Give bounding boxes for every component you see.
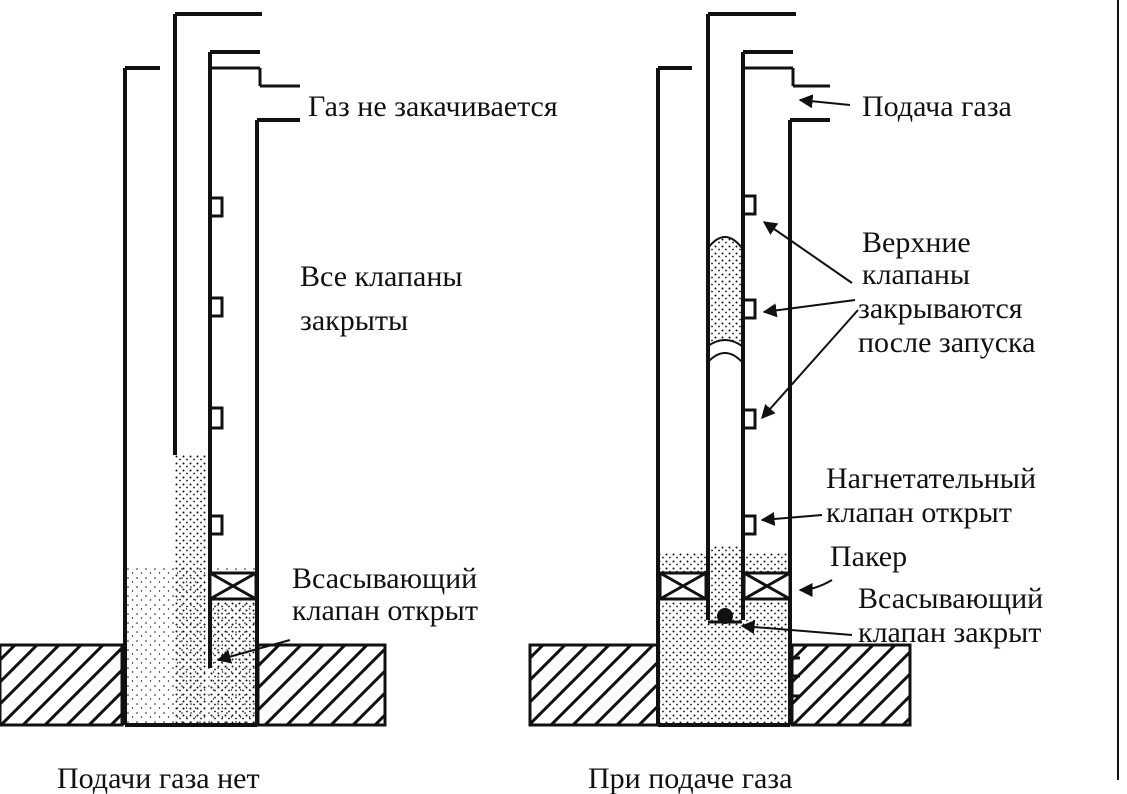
right-gas-label: Подача газа: [862, 90, 1012, 123]
left-intake-label-line1: Всасывающий: [292, 562, 477, 595]
left-annulus-fluid: [210, 600, 256, 723]
discharge-label-line1: Нагнетательный: [826, 462, 1036, 495]
right-valve-4: [745, 514, 757, 536]
packer-label: Пакер: [830, 540, 907, 573]
upper-valve-arrow-1: [762, 221, 853, 284]
right-valve-1: [745, 194, 757, 216]
left-ground-left: [0, 643, 124, 727]
discharge-label-line2: клапан открыт: [826, 496, 1012, 529]
right-intake-ball: [717, 608, 733, 624]
right-intake-arrow: [740, 620, 853, 636]
upper-label-line4: после запуска: [858, 326, 1035, 359]
upper-label-line2: клапаны: [862, 258, 970, 291]
right-caption: При подаче газа: [588, 762, 792, 794]
left-well: [0, 12, 387, 727]
left-valve-4: [212, 514, 224, 536]
left-valve-1: [212, 196, 224, 218]
right-intake-label-line2: клапан закрыт: [858, 616, 1041, 649]
left-gas-label: Газ не закачивается: [308, 90, 558, 123]
right-valve-3: [745, 408, 757, 430]
left-caption: Подачи газа нет: [57, 762, 260, 794]
right-liquid-slug: [707, 236, 743, 348]
right-packer: [658, 571, 792, 601]
right-ground-right: [790, 643, 912, 727]
right-tubing-lower-fluid: [707, 545, 743, 620]
upper-valve-arrow-3: [761, 309, 859, 420]
left-valve-3: [212, 406, 224, 430]
right-valve-2: [745, 298, 757, 320]
left-packer: [208, 571, 258, 601]
right-ground-left: [528, 643, 660, 727]
left-intake-label-line2: клапан открыт: [292, 594, 478, 627]
left-valves-label-line2: закрыты: [300, 304, 408, 337]
left-intake-arrow: [216, 639, 291, 664]
upper-label-line3: закрываются: [858, 292, 1023, 325]
left-valve-2: [212, 296, 224, 318]
discharge-valve-arrow: [760, 511, 823, 526]
left-valves-label-line1: Все клапаны: [300, 260, 463, 293]
packer-arrow: [798, 579, 833, 597]
upper-valve-arrow-2: [762, 299, 856, 318]
left-tubing-fluid: [175, 455, 207, 723]
right-well: [528, 12, 912, 727]
right-intake-label-line1: Всасывающий: [858, 582, 1043, 615]
left-ground-right: [256, 643, 387, 727]
upper-label-line1: Верхние: [862, 226, 971, 259]
right-gas-inlet-arrow: [798, 94, 851, 109]
